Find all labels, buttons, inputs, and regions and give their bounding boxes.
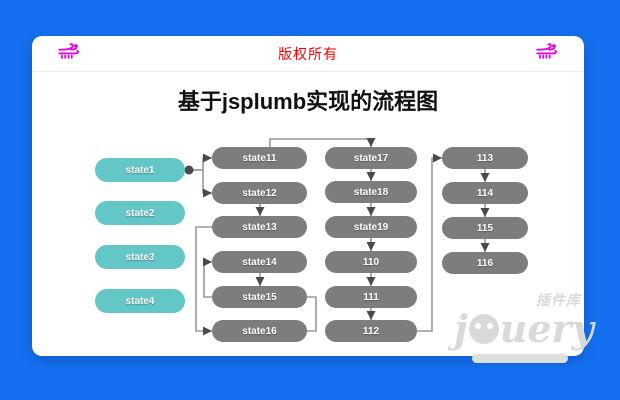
content-card: 版权所有 基于jsplumb实现的流程图 state1 state2 state3 s… [32, 36, 594, 363]
flow-node-state14[interactable]: state14 [212, 251, 307, 273]
flow-node-state16[interactable]: state16 [212, 320, 307, 342]
flow-node-state13[interactable]: state13 [212, 216, 307, 238]
watermark-brand-uery: uery [499, 306, 594, 351]
card-header: 版权所有 [32, 36, 584, 72]
flow-node-116[interactable]: 116 [442, 252, 528, 274]
flow-node-113[interactable]: 113 [442, 147, 528, 169]
flow-node-state3[interactable]: state3 [95, 245, 185, 269]
flow-node-112[interactable]: 112 [325, 320, 417, 342]
watermark-banner [472, 354, 568, 363]
page-title: 基于jsplumb实现的流程图 [177, 89, 439, 114]
watermark-brand-j: j [454, 306, 468, 351]
flow-node-state19[interactable]: state19 [325, 216, 417, 238]
watermark-face-icon [468, 314, 499, 344]
flow-node-111[interactable]: 111 [325, 286, 417, 308]
flow-node-state1[interactable]: state1 [95, 158, 185, 182]
flow-node-state18[interactable]: state18 [325, 181, 417, 203]
flow-node-state2[interactable]: state2 [95, 201, 185, 225]
wind-icon-left [58, 42, 79, 59]
flow-node-state11[interactable]: state11 [212, 147, 307, 169]
flow-node-state12[interactable]: state12 [212, 182, 307, 204]
flow-node-state4[interactable]: state4 [95, 289, 185, 313]
flow-node-115[interactable]: 115 [442, 217, 528, 239]
watermark-tag: 插件库 [536, 292, 581, 308]
copyright-text: 版权所有 [278, 45, 338, 62]
flow-node-state15[interactable]: state15 [212, 286, 307, 308]
flow-node-114[interactable]: 114 [442, 182, 528, 204]
flow-node-state17[interactable]: state17 [325, 147, 417, 169]
flow-node-110[interactable]: 110 [325, 251, 417, 273]
wind-icon-right [536, 42, 557, 59]
